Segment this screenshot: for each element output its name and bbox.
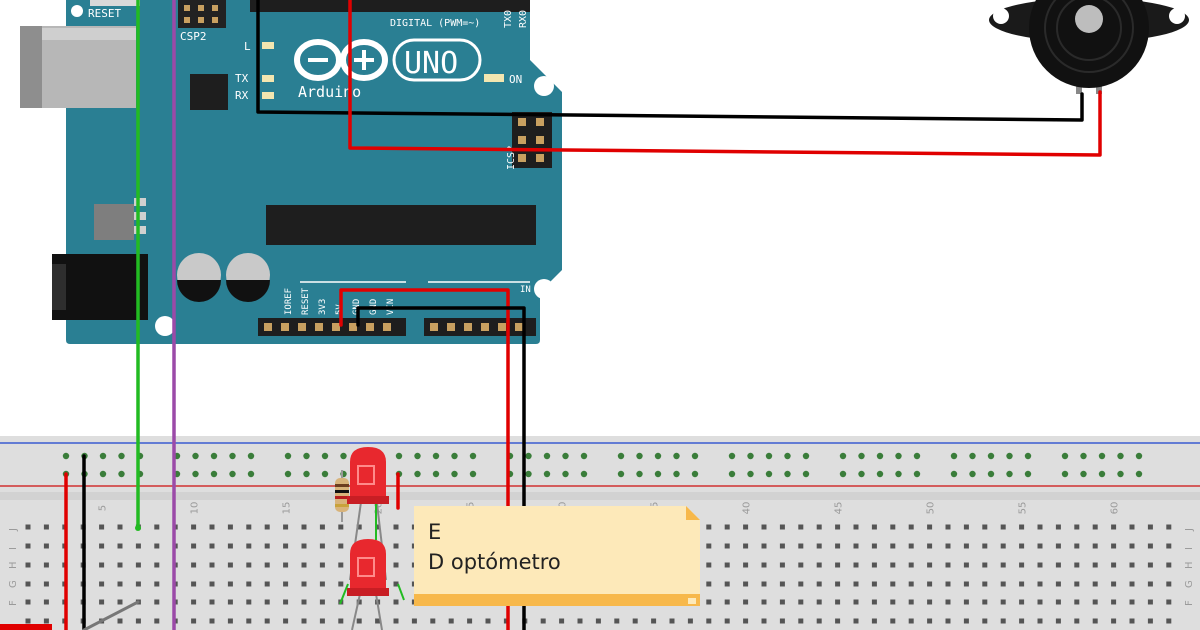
rx-led-label: RX (235, 89, 249, 102)
icsp-label: ICSP (506, 146, 517, 170)
row-letter: F (8, 600, 19, 606)
power-rail-holes (62, 452, 1143, 478)
row-letter: J (8, 528, 19, 532)
l-led (262, 42, 274, 49)
arduino-uno-board: RESET CSP2 DIGITAL (PWM=~) TX0 RX0 L TX … (20, 0, 562, 344)
digital-header (250, 0, 530, 12)
capacitor (177, 253, 221, 302)
brand-label: Arduino (298, 83, 361, 101)
l-led-label: L (244, 40, 251, 53)
column-number: 20 (374, 502, 385, 515)
power-pin-label: IOREF (284, 288, 294, 315)
row-letter: I (1184, 547, 1195, 550)
column-number: 60 (1110, 502, 1121, 515)
row-letter: H (1184, 561, 1195, 569)
microcontroller-chip (266, 205, 536, 245)
column-number: 45 (834, 502, 845, 515)
on-label: ON (509, 73, 522, 86)
mounting-hole (534, 279, 554, 299)
column-number: 40 (742, 502, 753, 515)
rx-led (262, 92, 274, 99)
row-letter: I (8, 547, 19, 550)
5v-power-wire (339, 288, 510, 630)
note (414, 506, 700, 606)
reset-label: RESET (88, 7, 121, 20)
icsp2-label: CSP2 (180, 30, 207, 43)
tx-led (262, 75, 274, 82)
red-component-edge (0, 624, 52, 630)
tx0-label: TX0 (503, 10, 514, 28)
capacitor (226, 253, 270, 302)
column-number: 15 (282, 502, 293, 515)
column-number: 5 (98, 505, 109, 511)
usb-chip (190, 74, 228, 110)
power-jack (52, 254, 148, 320)
buzzer-ground-wire (256, 0, 1084, 122)
rx0-label: RX0 (518, 10, 529, 28)
column-number: 55 (1018, 502, 1029, 515)
mounting-hole (155, 316, 175, 336)
icsp2-header (178, 0, 226, 28)
in-label: IN (520, 285, 531, 295)
voltage-regulator (94, 204, 134, 240)
power-pin-label: 3V3 (318, 299, 328, 315)
power-pin-label: RESET (301, 287, 311, 315)
note-line-1: E (428, 520, 442, 544)
mounting-hole (534, 76, 554, 96)
reset-button (90, 0, 140, 6)
row-letter: G (1184, 580, 1195, 588)
row-letter: J (1184, 528, 1195, 532)
mounting-hole (71, 5, 83, 17)
column-number: 10 (190, 502, 201, 515)
row-letter: H (8, 561, 19, 569)
piezo-buzzer (989, 0, 1189, 94)
uno-badge (392, 38, 482, 82)
ground-wire (356, 306, 526, 630)
red-led (347, 539, 389, 630)
row-letter: G (8, 580, 19, 588)
grey-wire (82, 600, 140, 630)
buzzer-signal-wire (348, 0, 1102, 157)
uno-label: UNO (404, 46, 458, 81)
tx-led-label: TX (235, 72, 249, 85)
resistor (335, 470, 349, 522)
column-number: 50 (926, 502, 937, 515)
row-letter: F (1184, 600, 1195, 606)
on-led (484, 74, 504, 82)
note-text-box: E D optómetro (414, 506, 700, 606)
digital-label: DIGITAL (PWM=~) (390, 18, 480, 29)
arduino-logo (294, 39, 388, 81)
note-line-2: D optómetro (428, 550, 561, 574)
